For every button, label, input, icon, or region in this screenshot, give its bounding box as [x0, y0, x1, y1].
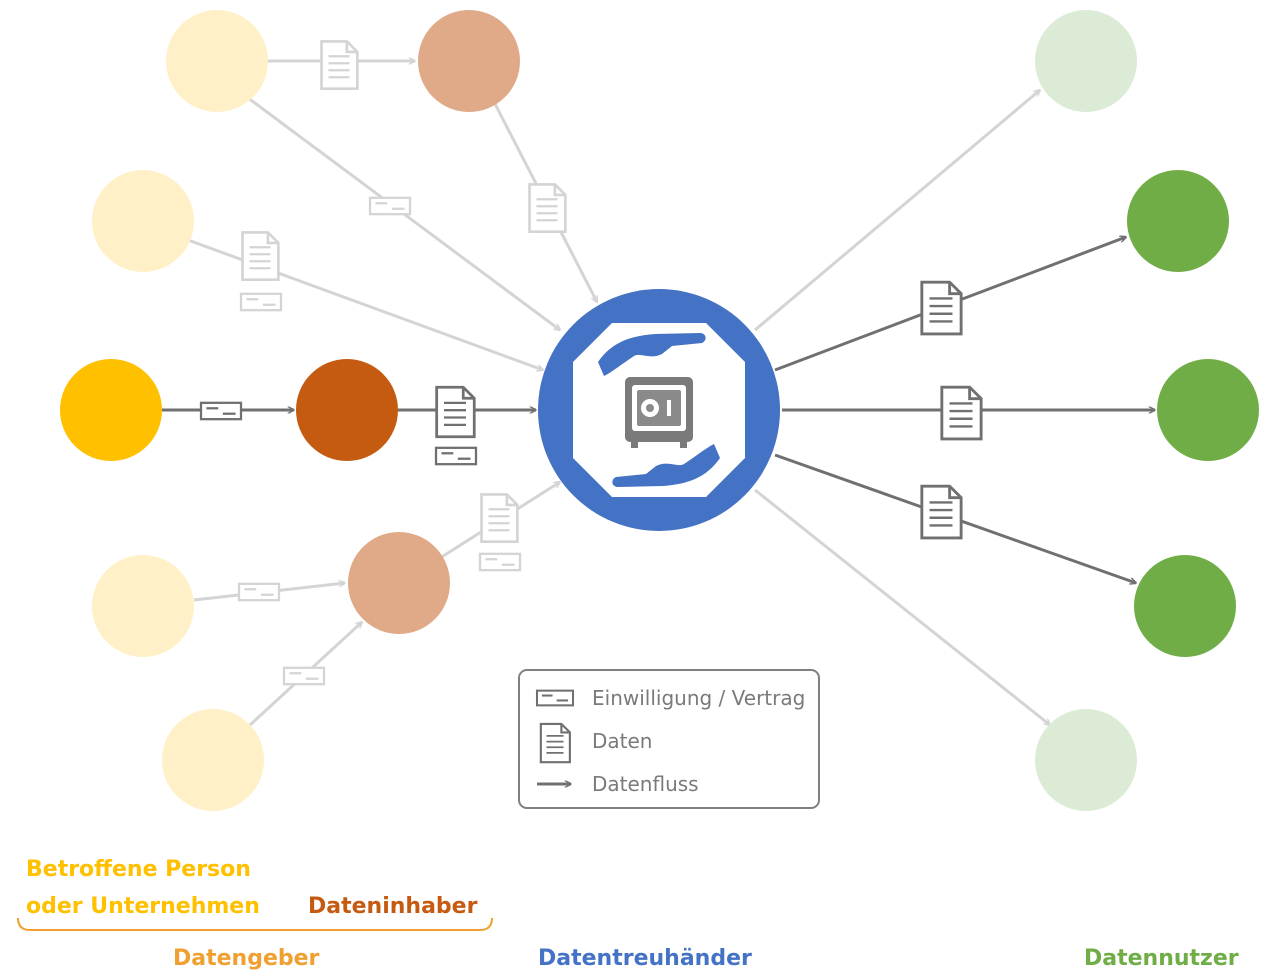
user-node-faded: [1035, 10, 1137, 112]
contract-icon: [478, 552, 522, 572]
legend-label-flow: Datenfluss: [592, 772, 699, 796]
person-node: [60, 359, 162, 461]
label-nutzer: Datennutzer: [1084, 946, 1239, 971]
hands-icon: [598, 333, 720, 487]
document-icon: [940, 385, 983, 441]
safe-icon: [625, 377, 693, 448]
holder-node-faded: [418, 10, 520, 112]
legend-label-contract: Einwilligung / Vertrag: [592, 686, 806, 710]
document-icon: [480, 492, 519, 544]
label-person-line1: Betroffene Person: [26, 857, 251, 882]
holder-node-faded: [348, 532, 450, 634]
user-node: [1157, 359, 1259, 461]
contract-icon: [535, 689, 575, 707]
contract-icon: [434, 446, 478, 466]
user-node: [1127, 170, 1229, 272]
document-icon: [920, 484, 963, 540]
label-holder: Dateninhaber: [308, 894, 478, 919]
nodes: [60, 10, 1259, 811]
person-node-faded: [162, 709, 264, 811]
trustee-node: [538, 289, 780, 531]
person-node-faded: [92, 170, 194, 272]
datengeber-bracket: [17, 917, 493, 931]
label-treuhaender: Datentreuhänder: [538, 946, 752, 971]
document-icon: [920, 280, 963, 336]
flow-arrow: [754, 488, 1050, 725]
contract-icon: [199, 401, 243, 421]
document-icon: [528, 182, 567, 234]
document-icon: [241, 230, 280, 282]
legend-label-data: Daten: [592, 729, 653, 753]
holder-node: [296, 359, 398, 461]
document-icon: [435, 385, 476, 439]
faded-flows-right: [754, 90, 1050, 725]
contract-icon: [282, 666, 326, 686]
contract-icon: [368, 196, 412, 216]
person-node-faded: [166, 10, 268, 112]
document-icon: [539, 722, 571, 764]
label-datengeber: Datengeber: [173, 946, 320, 971]
legend: [518, 669, 820, 809]
contract-icon: [239, 292, 283, 312]
document-icon: [320, 39, 359, 91]
flow-arrow: [754, 90, 1040, 332]
person-node-faded: [92, 555, 194, 657]
user-node-faded: [1035, 709, 1137, 811]
label-person-line2: oder Unternehmen: [26, 894, 260, 919]
contract-icon: [237, 582, 281, 602]
user-node: [1134, 555, 1236, 657]
